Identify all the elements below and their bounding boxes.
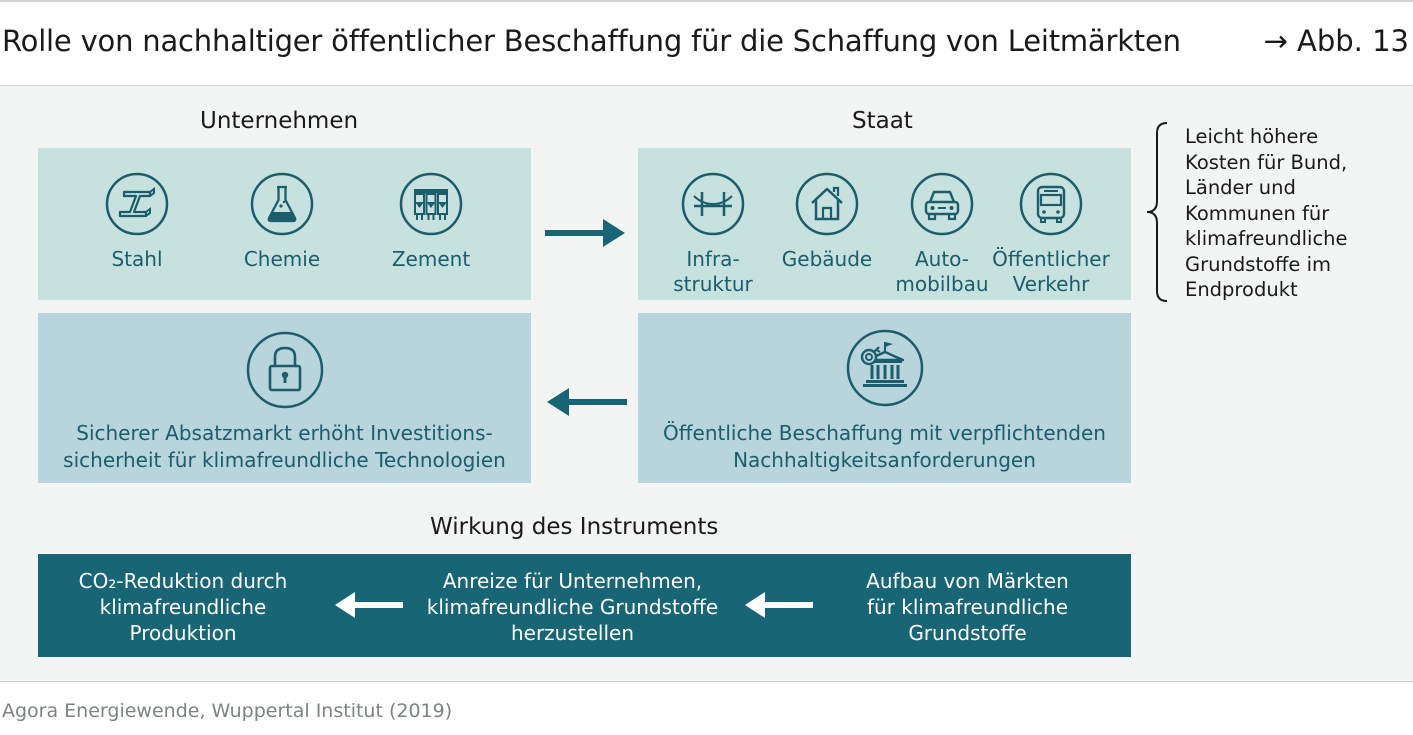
item-gebaeude: Gebäude (781, 247, 873, 271)
item-stahl: Stahl (111, 247, 163, 271)
side-note: Leicht höhere Kosten für Bund, Länder un… (1185, 125, 1348, 301)
bus-icon (1019, 172, 1083, 236)
flask-icon (250, 172, 314, 236)
arrow-left-icon (545, 387, 627, 421)
house-icon (795, 172, 859, 236)
arrow-left-white-icon (333, 591, 403, 623)
bottom-rule (0, 681, 1413, 682)
item-chemie: Chemie (243, 247, 321, 271)
heading-unternehmen: Unternehmen (200, 108, 359, 134)
item-zement: Zement (391, 247, 471, 271)
effect-step-co2: CO₂-Reduktion durch klimafreundliche Pro… (78, 569, 288, 645)
item-infrastruktur: Infra- struktur (673, 247, 753, 296)
effect-step-anreize: Anreize für Unternehmen, klimafreundlich… (426, 569, 719, 645)
cement-silo-icon (399, 172, 463, 236)
bridge-icon (681, 172, 745, 236)
title-rule (0, 85, 1413, 86)
heading-staat: Staat (852, 108, 913, 134)
effect-step-maerkte: Aufbau von Märkten für klimafreundliche … (866, 569, 1069, 645)
heading-wirkung: Wirkung des Instruments (430, 514, 719, 540)
source-credit: Agora Energiewende, Wuppertal Institut (… (2, 700, 453, 722)
figure-reference: → Abb. 13 (1263, 24, 1409, 58)
brace-icon (1143, 121, 1173, 307)
effect-box (38, 554, 1131, 657)
item-automobilbau: Auto- mobilbau (895, 247, 989, 296)
top-rule (0, 0, 1413, 2)
arrow-right-icon (545, 218, 627, 252)
car-icon (910, 172, 974, 236)
government-building-icon (845, 328, 925, 408)
steel-beam-icon (105, 172, 169, 236)
arrow-left-white-icon (743, 591, 813, 623)
figure-title: Rolle von nachhaltiger öffentlicher Besc… (2, 24, 1181, 58)
procurement-box (638, 313, 1131, 483)
lock-icon (245, 330, 325, 410)
outcome-box (38, 313, 531, 483)
procurement-text: Öffentliche Beschaffung mit verpflichten… (663, 421, 1106, 472)
item-oeffentlicher-verkehr: Öffentlicher Verkehr (992, 247, 1110, 296)
outcome-text: Sicherer Absatzmarkt erhöht Investitions… (63, 421, 506, 472)
